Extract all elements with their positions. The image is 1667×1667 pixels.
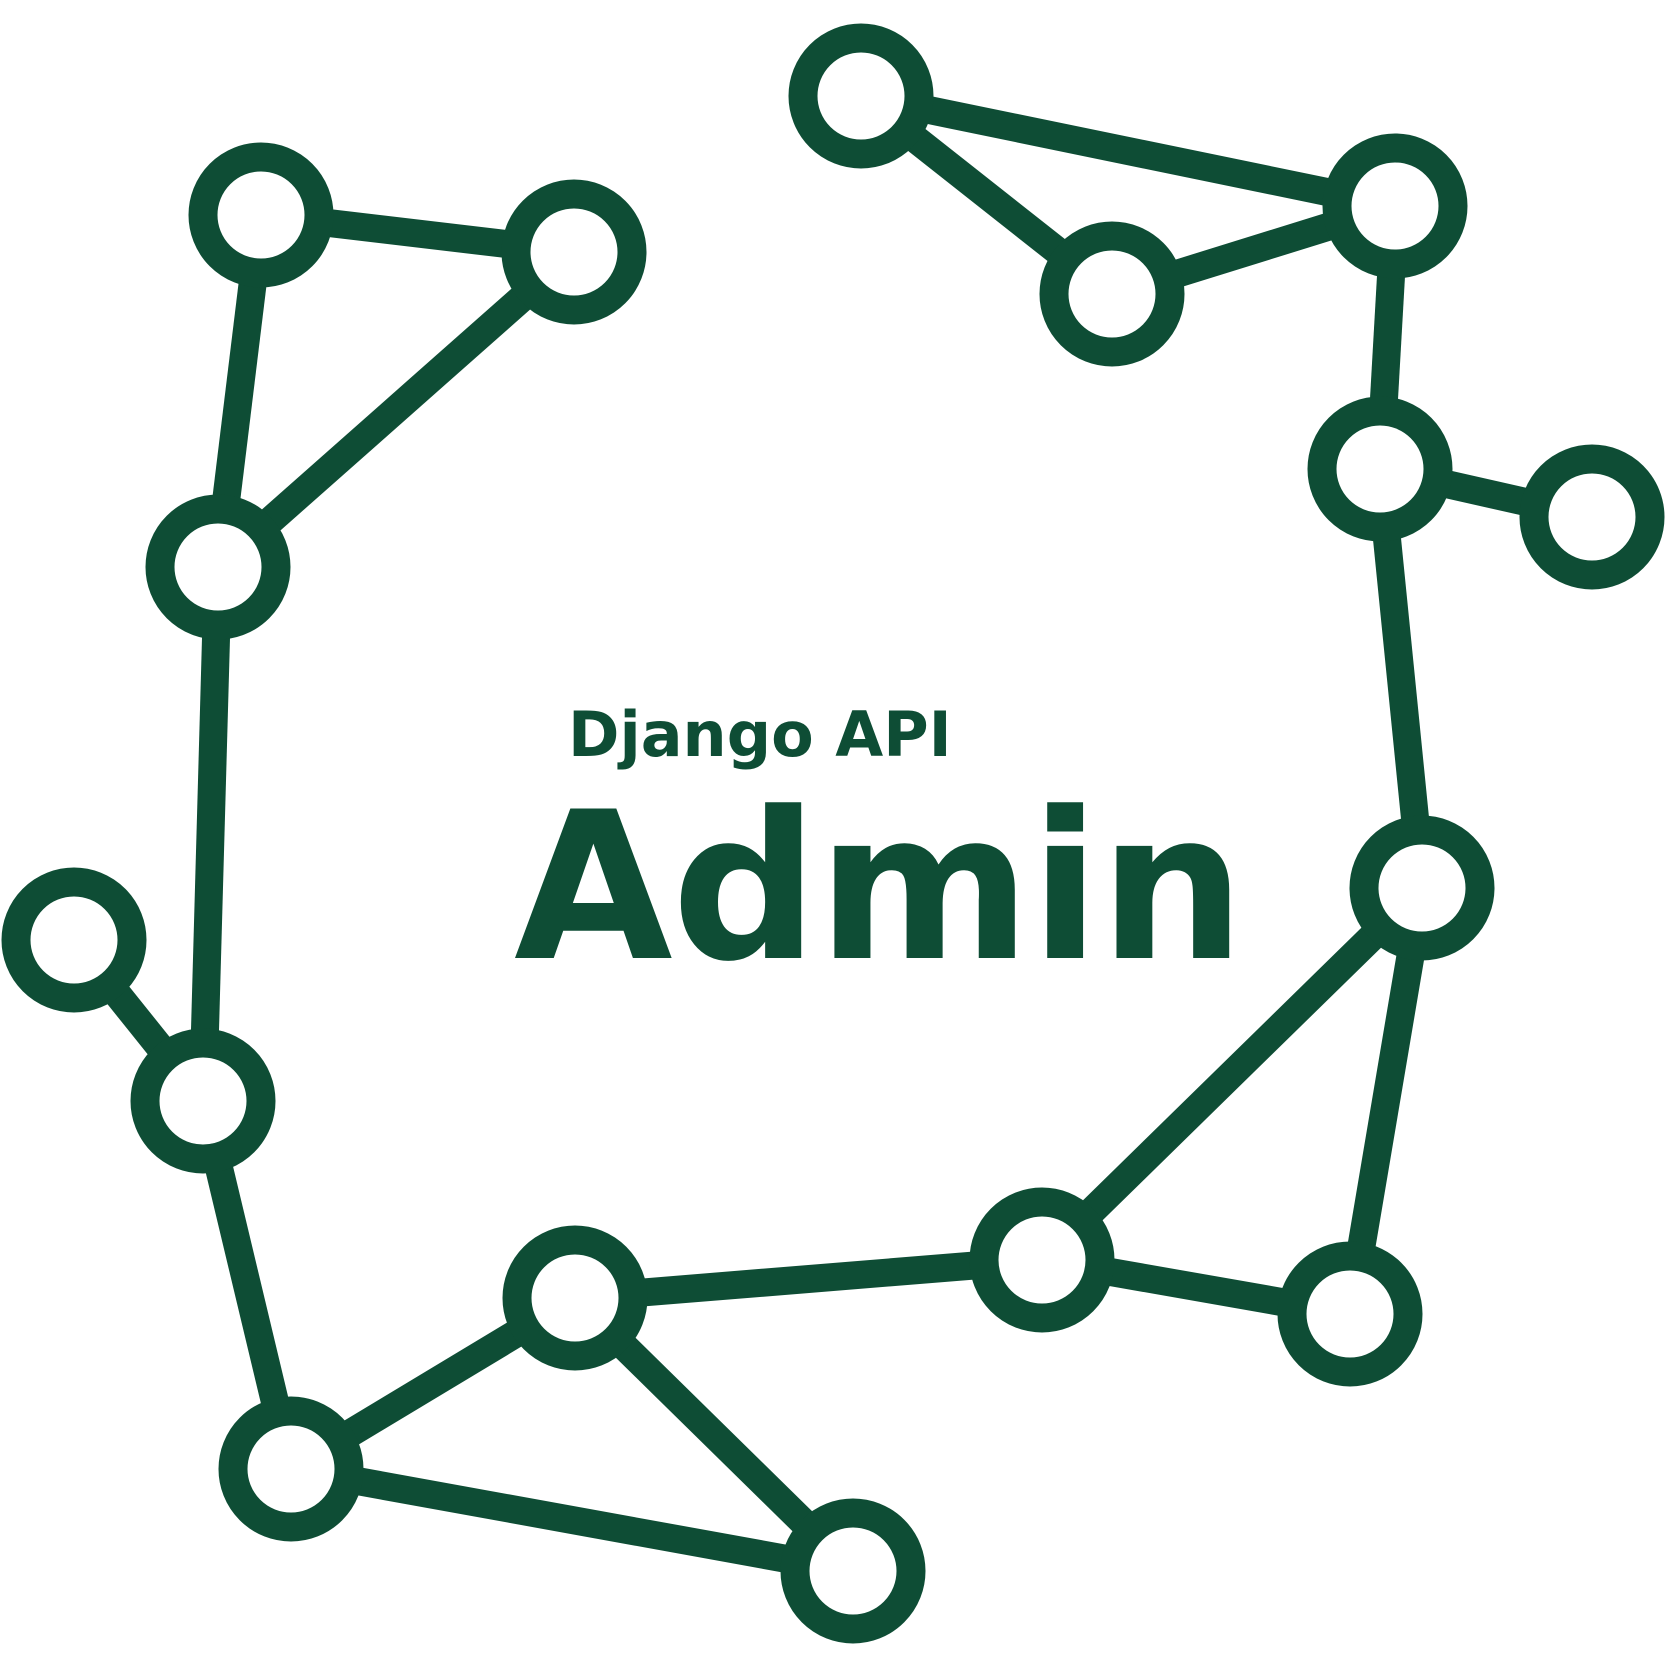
graph-node [1307,396,1453,542]
graph-node [1349,815,1495,961]
graph-edge [288,1455,856,1585]
graph-node [218,1396,364,1542]
graph-node [188,142,334,288]
graph-edge [573,1246,1044,1312]
graph-node [1322,133,1468,279]
graph-node [1039,221,1185,367]
logo-title: Admin [514,769,1245,1007]
logo-subtitle: Django API [568,698,952,771]
graph-node [780,1498,926,1644]
graph-node [501,179,647,325]
graph-node [788,23,934,169]
graph-edge [1032,877,1432,1271]
graph-edge [208,241,584,578]
graph-edge [189,566,232,1102]
graph-edge [858,82,1398,220]
graph-node [969,1187,1115,1333]
graph-node [130,1028,276,1174]
graph-node [502,1225,648,1371]
graph-node [1277,1241,1423,1387]
graph-node [1519,444,1665,590]
graph-node [1,867,147,1013]
graph-node [145,494,291,640]
